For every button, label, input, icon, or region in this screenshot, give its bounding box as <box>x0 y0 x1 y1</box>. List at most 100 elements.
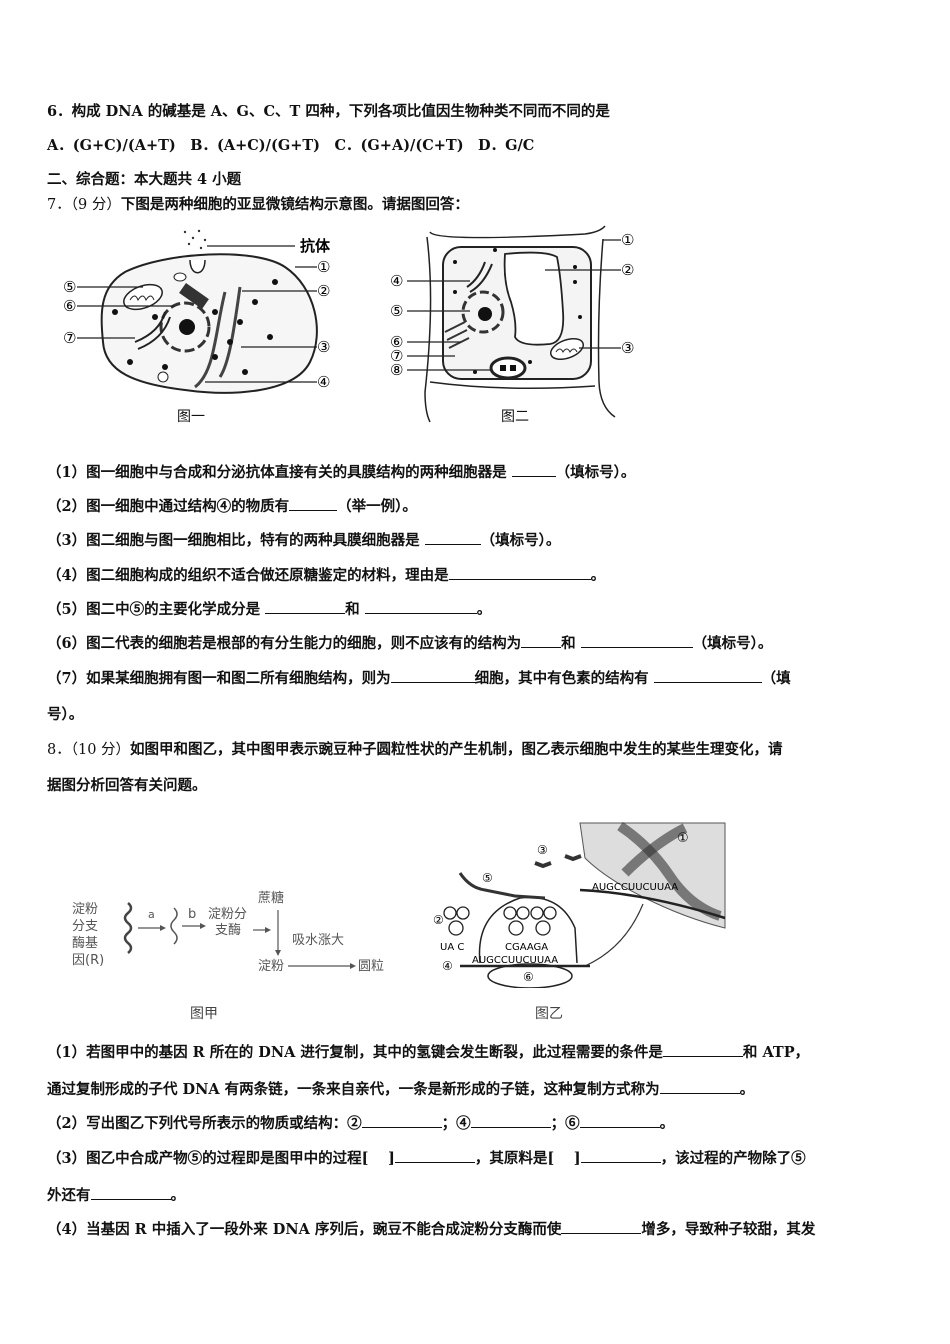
label-6: ⑥ <box>63 297 76 315</box>
answer-blank[interactable] <box>580 633 693 648</box>
figure-jia-caption: 图甲 <box>190 1006 218 1022</box>
q7-sub1: （1）图一细胞中与合成和分泌抗体直接有关的具膜结构的两种细胞器是 （填标号）。 <box>47 462 635 483</box>
q8-sub3: （3）图乙中合成产物⑤的过程即是图甲中的过程[ ] ，其原料是[ ] ，该过程的产物… <box>47 1148 806 1169</box>
label-3: ③ <box>537 843 548 857</box>
starch-label: 淀粉 <box>258 959 284 974</box>
figure-yi-translation: ① AUGCCUUCUUAA ⑥ AUGCCUUCUUAA ④ UA C CGA… <box>425 818 735 989</box>
enzyme-label: 淀粉分 <box>208 907 247 922</box>
q7-sub1-text: （1）图一细胞中与合成和分泌抗体直接有关的具膜结构的两种细胞器是 <box>47 464 512 481</box>
q7-sub6-post: （填标号）。 <box>692 635 773 652</box>
answer-blank[interactable] <box>390 668 475 683</box>
label-6: ⑥ <box>523 970 534 984</box>
label-4: ④ <box>317 373 330 391</box>
q7-sub7-wrap-text: 号）。 <box>47 706 84 723</box>
q7-sub5: （5）图二中⑤的主要化学成分是 和 。 <box>47 599 491 620</box>
answer-blank[interactable] <box>394 1148 475 1163</box>
label-2: ② <box>433 913 444 927</box>
q8-sub1-text: （1）若图甲中的基因 R 所在的 DNA 进行复制，其中的氢键会发生断裂，此过程… <box>47 1044 663 1061</box>
q8-sub4: （4）当基因 R 中插入了一段外来 DNA 序列后，豌豆不能合成淀粉分支酶而使增… <box>47 1219 815 1240</box>
q8-sub3-post: ，该过程的产物除了⑤ <box>660 1150 806 1167</box>
q8-sub2: （2）写出图乙下列代号所表示的物质或结构：②；④；⑥。 <box>47 1113 674 1134</box>
answer-blank[interactable] <box>580 1148 661 1163</box>
q6-options-text: A．(G+C)/(A+T) B．(A+C)/(G+T) C．(G+A)/(C+T… <box>47 137 535 154</box>
label-7: ⑦ <box>63 329 76 347</box>
q7-sub7-text: （7）如果某细胞拥有图一和图二所有细胞结构，则为 <box>47 670 391 687</box>
q7-sub5-post: 。 <box>476 601 492 618</box>
q7-sub7-post: （填 <box>761 670 791 687</box>
mrna-top-sequence: AUGCCUUCUUAA <box>592 882 678 893</box>
answer-blank[interactable] <box>289 496 338 511</box>
q7-sub1-post: （填标号）。 <box>555 464 636 481</box>
arrow-a-label: a <box>148 908 155 921</box>
q8-sub1-cont: 通过复制形成的子代 DNA 有两条链，一条来自亲代，一条是新形成的子链，这种复制… <box>47 1079 754 1100</box>
q7-sub6: （6）图二代表的细胞若是根部的有分生能力的细胞，则不应该有的结构为和 （填标号）… <box>47 633 772 654</box>
answer-blank[interactable] <box>659 1079 740 1094</box>
q8-stem-text: 如图甲和图乙，其中图甲表示豌豆种子圆粒性状的产生机制，图乙表示细胞中发生的某些生… <box>130 741 783 758</box>
answer-blank[interactable] <box>90 1185 171 1200</box>
label-8: ⑧ <box>390 361 403 379</box>
dna-helix-icon <box>123 902 133 954</box>
q7-sub2: （2）图一细胞中通过结构④的物质有（举一例）。 <box>47 496 417 517</box>
q8-sub1-cont-text: 通过复制形成的子代 DNA 有两条链，一条来自亲代，一条是新形成的子链，这种复制… <box>47 1081 660 1098</box>
label-4: ④ <box>390 272 403 290</box>
section2-title: 二、综合题：本大题共 4 小题 <box>47 170 241 190</box>
label-1: ① <box>621 231 634 249</box>
q7-sub7: （7）如果某细胞拥有图一和图二所有细胞结构，则为细胞，其中有色素的结构有 （填 <box>47 668 791 689</box>
answer-blank[interactable] <box>662 1042 743 1057</box>
anticodon-1: UA C <box>440 942 464 953</box>
q8-score: （10 分） <box>70 742 131 758</box>
answer-blank[interactable] <box>364 599 477 614</box>
arrow-b-label: b <box>188 907 196 922</box>
figure1-caption: 图一 <box>177 409 205 425</box>
label-6: ⑥ <box>390 333 403 351</box>
q8-sub3-cont-text: 外还有 <box>47 1187 91 1204</box>
q8-stem-line2-text: 据图分析回答有关问题。 <box>47 777 207 794</box>
animal-cell-diagram: 抗体 ① ② ③ ④ ⑤ ⑥ ⑦ <box>63 229 331 394</box>
figure-jia-pathway: 淀粉 分支 酶基 因(R) a b 淀粉分 支酶 蔗糖 吸水涨大 淀粉 圆粒 <box>60 878 400 988</box>
q8-sub2-text: （2）写出图乙下列代号所表示的物质或结构：② <box>47 1115 362 1132</box>
answer-blank[interactable] <box>448 565 591 580</box>
figure2-caption: 图二 <box>501 409 529 425</box>
q8-sub3-mid: ，其原料是[ ] <box>474 1150 581 1167</box>
answer-blank[interactable] <box>579 1113 660 1128</box>
q7-sub5-text: （5）图二中⑤的主要化学成分是 <box>47 601 266 618</box>
q7-sub4-text: （4）图二细胞构成的组织不适合做还原糖鉴定的材料，理由是 <box>47 567 449 584</box>
q8-number: 8． <box>47 742 71 758</box>
q7-sub2-text: （2）图一细胞中通过结构④的物质有 <box>47 498 290 515</box>
figure-plant-cell: ① ② ③ ④ ⑤ ⑥ ⑦ ⑧ <box>385 222 655 432</box>
label-4: ④ <box>442 959 453 973</box>
q8-stem: 8．（10 分）如图甲和图乙，其中图甲表示豌豆种子圆粒性状的产生机制，图乙表示细… <box>47 740 783 760</box>
q6-stem-text: 6．构成 DNA 的碱基是 A、G、C、T 四种，下列各项比值因生物种类不同而不… <box>47 103 610 120</box>
answer-blank[interactable] <box>361 1113 442 1128</box>
anticodon-2: CGAAGA <box>505 942 548 953</box>
q7-score: （9 分） <box>70 197 121 213</box>
q7-sub4: （4）图二细胞构成的组织不适合做还原糖鉴定的材料，理由是 。 <box>47 565 605 586</box>
gene-label: 酶基 <box>72 935 98 951</box>
answer-blank[interactable] <box>521 633 562 648</box>
pathway-diagram: 淀粉 分支 酶基 因(R) a b 淀粉分 支酶 蔗糖 吸水涨大 淀粉 圆粒 <box>72 890 384 974</box>
q8-sub3-cont-post: 。 <box>170 1187 186 1204</box>
q7-stem: 7．（9 分）下图是两种细胞的亚显微镜结构示意图。请据图回答： <box>47 195 469 215</box>
label-5: ⑤ <box>63 278 76 296</box>
mrna-icon <box>170 907 178 945</box>
q6-options: A．(G+C)/(A+T) B．(A+C)/(G+T) C．(G+A)/(C+T… <box>47 136 534 156</box>
label-2: ② <box>621 261 634 279</box>
sucrose-label: 蔗糖 <box>258 890 284 906</box>
answer-blank[interactable] <box>265 599 346 614</box>
label-5: ⑤ <box>482 871 493 885</box>
q7-sub3-post: （填标号）。 <box>480 532 561 549</box>
label-5: ⑤ <box>390 302 403 320</box>
q8-sub3-text: （3）图乙中合成产物⑤的过程即是图甲中的过程[ ] <box>47 1150 395 1167</box>
answer-blank[interactable] <box>511 462 556 477</box>
q7-sub4-post: 。 <box>590 567 606 584</box>
answer-blank[interactable] <box>470 1113 551 1128</box>
answer-blank[interactable] <box>561 1219 642 1234</box>
q7-stem-text: 下图是两种细胞的亚显微镜结构示意图。请据图回答： <box>120 196 469 213</box>
gene-label: 分支 <box>72 919 98 934</box>
label-1: ① <box>677 831 689 846</box>
q7-sub3-text: （3）图二细胞与图一细胞相比，特有的两种具膜细胞器是 <box>47 532 425 549</box>
figure-yi-caption: 图乙 <box>535 1006 563 1022</box>
answer-blank[interactable] <box>424 530 481 545</box>
q6-stem: 6．构成 DNA 的碱基是 A、G、C、T 四种，下列各项比值因生物种类不同而不… <box>47 102 610 122</box>
answer-blank[interactable] <box>653 668 762 683</box>
